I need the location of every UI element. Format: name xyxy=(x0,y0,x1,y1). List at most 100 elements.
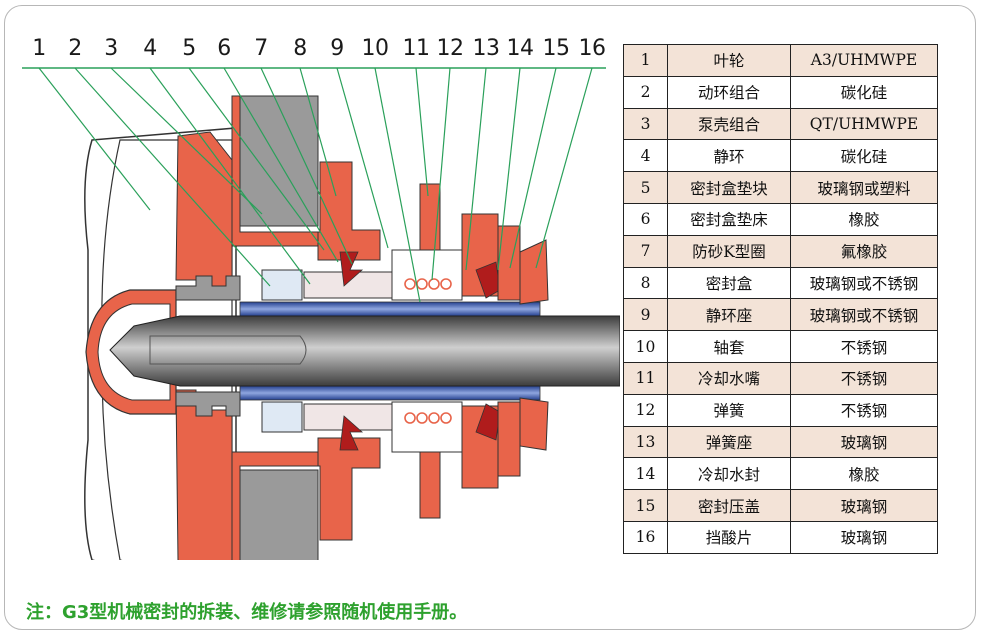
callout-5: 5 xyxy=(182,36,196,61)
casing-bottom xyxy=(237,469,319,560)
shaft-sleeve-bottom xyxy=(239,385,541,401)
shaft-key xyxy=(149,335,307,365)
cooling-nozzle-bottom xyxy=(419,451,441,519)
part-no-cell: 9 xyxy=(623,298,668,332)
callout-6: 6 xyxy=(217,36,231,61)
part-name-cell: 密封压盖 xyxy=(667,489,791,522)
hub-teeth-top xyxy=(175,275,241,301)
part-name-cell: 静环 xyxy=(667,139,791,173)
part-name-cell: 轴套 xyxy=(667,330,791,363)
part-name-cell: 挡酸片 xyxy=(667,520,791,554)
part-name-cell: 密封盒 xyxy=(667,266,791,300)
part-name-cell: 密封盒垫块 xyxy=(667,171,791,204)
part-material-cell: 玻璃钢 xyxy=(790,520,938,554)
part-no-cell: 11 xyxy=(623,361,668,395)
part-no-cell: 5 xyxy=(623,171,668,204)
callout-16: 16 xyxy=(578,36,607,61)
part-no-cell: 10 xyxy=(623,330,668,363)
k-ring-bottom xyxy=(339,415,364,451)
part-name-cell: 叶轮 xyxy=(667,44,791,77)
part-material-cell: A3/UHMWPE xyxy=(790,44,938,77)
spring-coils xyxy=(404,278,452,424)
shaft-sleeve-top xyxy=(239,301,541,317)
part-material-cell: QT/UHMWPE xyxy=(790,107,938,141)
callout-13: 13 xyxy=(472,36,501,61)
k-ring-top xyxy=(339,251,364,287)
part-name-cell: 密封盒垫床 xyxy=(667,202,791,236)
callout-9: 9 xyxy=(330,36,344,61)
part-no-cell: 15 xyxy=(623,489,668,522)
spring-housing-bottom xyxy=(391,401,463,453)
callout-1: 1 xyxy=(32,36,46,61)
part-material-cell: 不锈钢 xyxy=(790,393,938,427)
part-no-cell: 16 xyxy=(623,520,668,554)
part-no-cell: 2 xyxy=(623,75,668,109)
part-material-cell: 碳化硅 xyxy=(790,139,938,173)
part-no-cell: 8 xyxy=(623,266,668,300)
callout-4: 4 xyxy=(143,36,157,61)
part-material-cell: 橡胶 xyxy=(790,457,938,491)
callout-3: 3 xyxy=(104,36,118,61)
part-material-cell: 玻璃钢或塑料 xyxy=(790,171,938,204)
part-name-cell: 冷却水嘴 xyxy=(667,361,791,395)
footnote: 注：G3型机械密封的拆装、维修请参照随机使用手册。 xyxy=(26,602,468,623)
part-material-cell: 玻璃钢或不锈钢 xyxy=(790,266,938,300)
part-material-cell: 氟橡胶 xyxy=(790,234,938,268)
seal-cover-bottom xyxy=(497,401,521,477)
seal-box-bottom xyxy=(317,437,381,541)
part-no-cell: 7 xyxy=(623,234,668,268)
part-material-cell: 碳化硅 xyxy=(790,75,938,109)
callout-14: 14 xyxy=(506,36,535,61)
part-name-cell: 弹簧 xyxy=(667,393,791,427)
hub-teeth-bottom xyxy=(175,391,241,417)
part-no-cell: 1 xyxy=(623,44,668,77)
part-name-cell: 静环座 xyxy=(667,298,791,332)
seal-block-top xyxy=(261,269,303,301)
callout-12: 12 xyxy=(436,36,465,61)
callout-number-row: 1 2 3 4 5 6 7 8 9 10 11 12 13 14 15 16 xyxy=(0,0,620,80)
part-name-cell: 泵壳组合 xyxy=(667,107,791,141)
shaft xyxy=(109,315,620,387)
part-no-cell: 12 xyxy=(623,393,668,427)
part-material-cell: 不锈钢 xyxy=(790,361,938,395)
callout-7: 7 xyxy=(254,36,268,61)
part-material-cell: 玻璃钢或不锈钢 xyxy=(790,298,938,332)
callout-8: 8 xyxy=(293,36,307,61)
callout-2: 2 xyxy=(68,36,82,61)
part-material-cell: 不锈钢 xyxy=(790,330,938,363)
part-name-cell: 防砂K型圈 xyxy=(667,234,791,268)
part-name-cell: 弹簧座 xyxy=(667,425,791,459)
spring-housing-top xyxy=(391,249,463,301)
acid-shield-top xyxy=(519,239,549,305)
leader-lines xyxy=(38,67,593,303)
part-no-cell: 13 xyxy=(623,425,668,459)
part-material-cell: 玻璃钢 xyxy=(790,425,938,459)
cooling-nozzle-top xyxy=(419,183,441,251)
seal-section-drawing xyxy=(22,67,620,560)
part-no-cell: 14 xyxy=(623,457,668,491)
callout-11: 11 xyxy=(402,36,431,61)
part-no-cell: 6 xyxy=(623,202,668,236)
acid-shield-bottom xyxy=(519,397,549,451)
part-material-cell: 玻璃钢 xyxy=(790,489,938,522)
part-name-cell: 冷却水封 xyxy=(667,457,791,491)
part-material-cell: 橡胶 xyxy=(790,202,938,236)
part-no-cell: 3 xyxy=(623,107,668,141)
seal-block-bottom xyxy=(261,401,303,433)
